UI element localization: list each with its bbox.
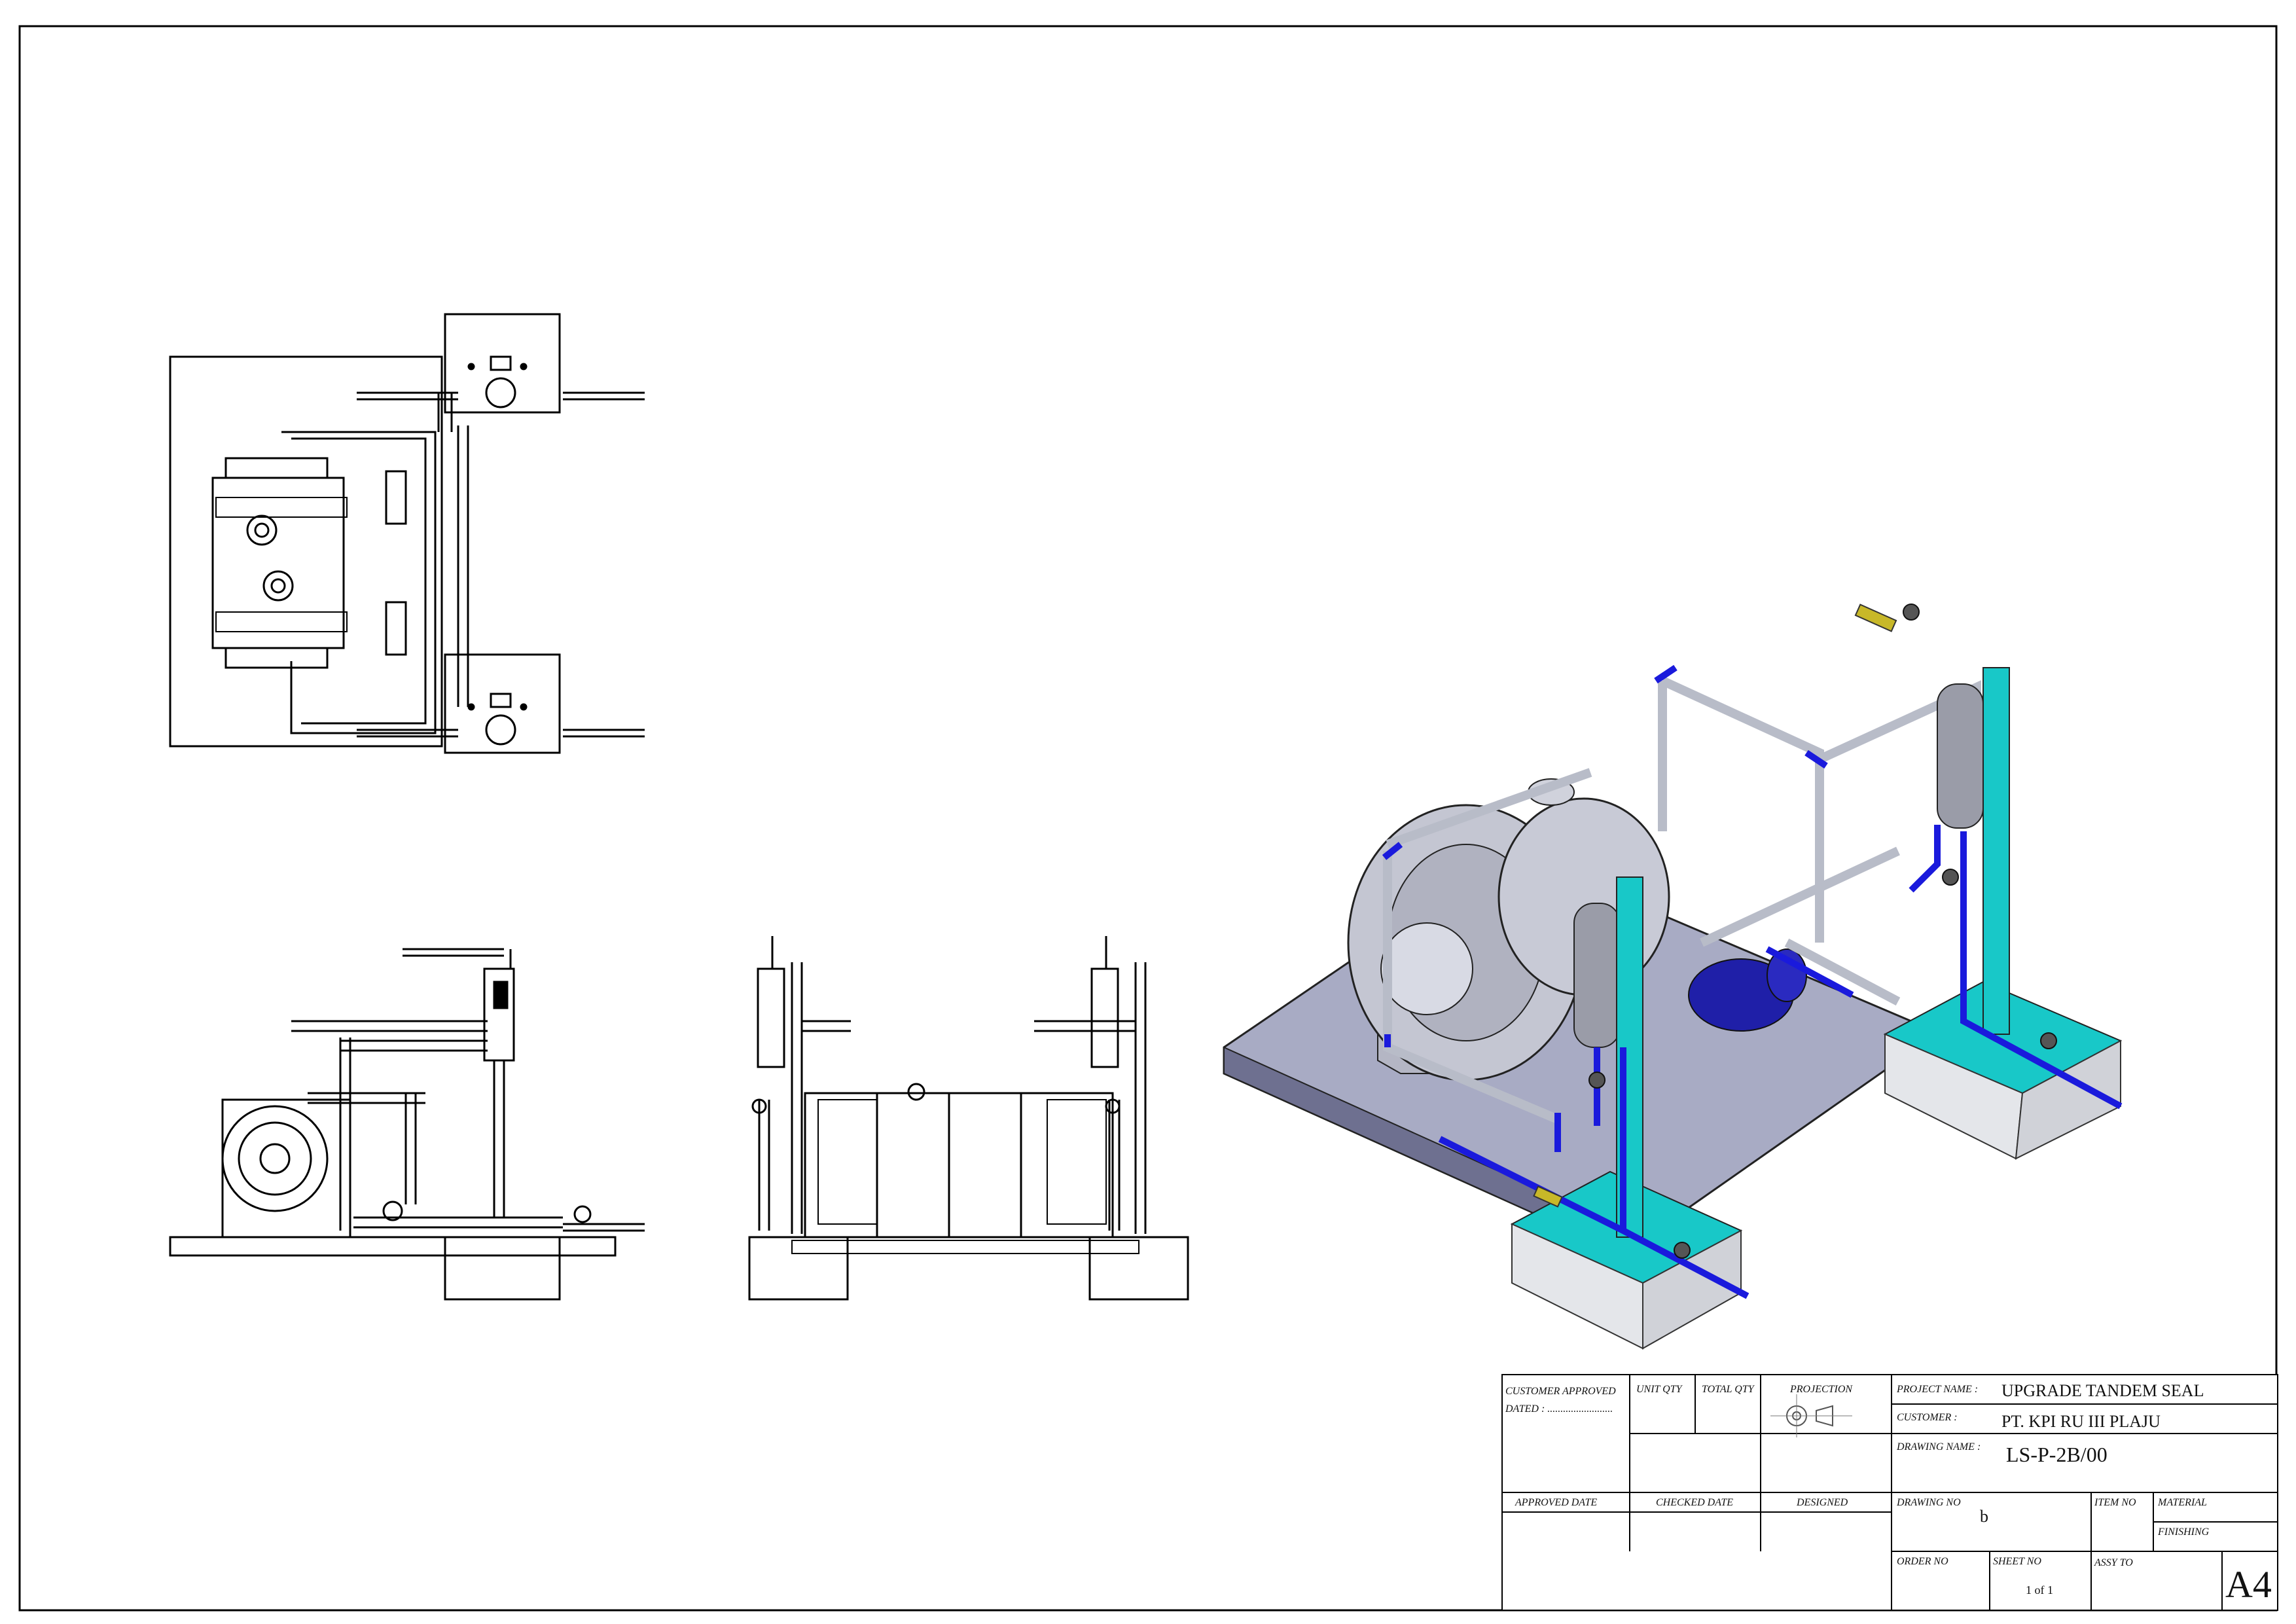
assy-to-label: ASSY TO: [2094, 1557, 2133, 1568]
checked-date-label: CHECKED DATE: [1656, 1497, 1733, 1508]
front-view: [169, 948, 645, 1301]
customer-name: PT. KPI RU III PLAJU: [2001, 1412, 2161, 1431]
drawing-name: LS-P-2B/00: [2006, 1443, 2108, 1466]
drawing-no-label: DRAWING NO: [1896, 1497, 1961, 1508]
projection-label: PROJECTION: [1789, 1384, 1853, 1395]
isometric-view: [1223, 604, 2123, 1350]
item-no-label: ITEM NO: [2094, 1497, 2136, 1508]
dated-label: DATED : .........................: [1505, 1403, 1613, 1415]
projection-symbol-icon: [1770, 1394, 1852, 1437]
title-block: CUSTOMER APPROVED DATED : ..............…: [1501, 1374, 2278, 1611]
finishing-label: FINISHING: [2157, 1526, 2210, 1538]
drawing-name-label: DRAWING NAME :: [1896, 1441, 1981, 1453]
top-view: [169, 313, 645, 754]
order-no-label: ORDER NO: [1897, 1556, 1948, 1567]
side-view: [748, 936, 1189, 1301]
sheet-no: 1 of 1: [2026, 1583, 2053, 1597]
unit-qty-label: UNIT QTY: [1636, 1384, 1683, 1395]
sheet-size: A4: [2225, 1563, 2272, 1606]
customer-label: CUSTOMER :: [1897, 1412, 1958, 1423]
sheet-border: [18, 25, 2278, 1612]
project-name-label: PROJECT NAME :: [1896, 1384, 1978, 1395]
sheet-no-label: SHEET NO: [1993, 1556, 2041, 1567]
total-qty-label: TOTAL QTY: [1702, 1384, 1755, 1395]
customer-approved-label: CUSTOMER APPROVED: [1505, 1386, 1616, 1397]
approved-date-label: APPROVED DATE: [1515, 1497, 1597, 1508]
designed-label: DESIGNED: [1796, 1497, 1848, 1508]
drawing-no: b: [1980, 1507, 1988, 1526]
material-label: MATERIAL: [2157, 1497, 2207, 1508]
project-name: UPGRADE TANDEM SEAL: [2001, 1381, 2204, 1400]
